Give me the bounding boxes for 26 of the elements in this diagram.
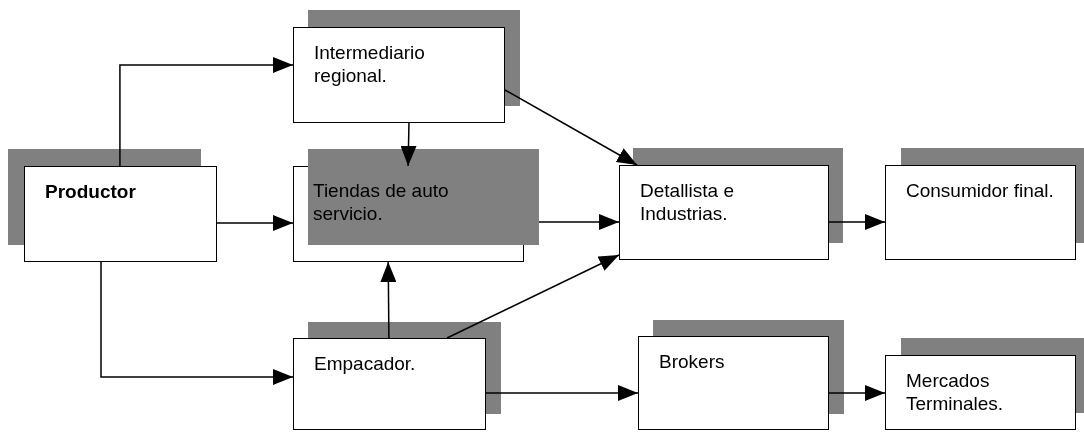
box-label: Tiendas de auto servicio. [313, 179, 450, 225]
process-box [619, 165, 829, 260]
arrow [828, 214, 886, 230]
box-label: Mercados Terminales. [906, 369, 1005, 415]
box-label: Empacador. [314, 352, 417, 375]
arrow [828, 385, 886, 401]
box-label: Detallista e Industrias. [640, 179, 735, 225]
box-label: Brokers [659, 350, 726, 373]
arrow [485, 384, 639, 401]
arrow [119, 57, 294, 167]
box-label: Consumidor final. [906, 179, 1055, 202]
arrow [538, 214, 620, 230]
box-label: Productor [45, 180, 137, 203]
arrow [400, 122, 417, 167]
arrow [100, 261, 294, 385]
box-label: Intermediario regional. [314, 41, 426, 87]
arrow [504, 89, 638, 166]
process-box [24, 166, 217, 262]
arrow [216, 215, 294, 231]
process-box [293, 338, 486, 430]
process-box [885, 355, 1076, 430]
process-box [885, 165, 1076, 260]
arrow [446, 254, 620, 339]
process-box [638, 336, 829, 430]
process-box [293, 27, 505, 123]
arrow [380, 261, 397, 339]
